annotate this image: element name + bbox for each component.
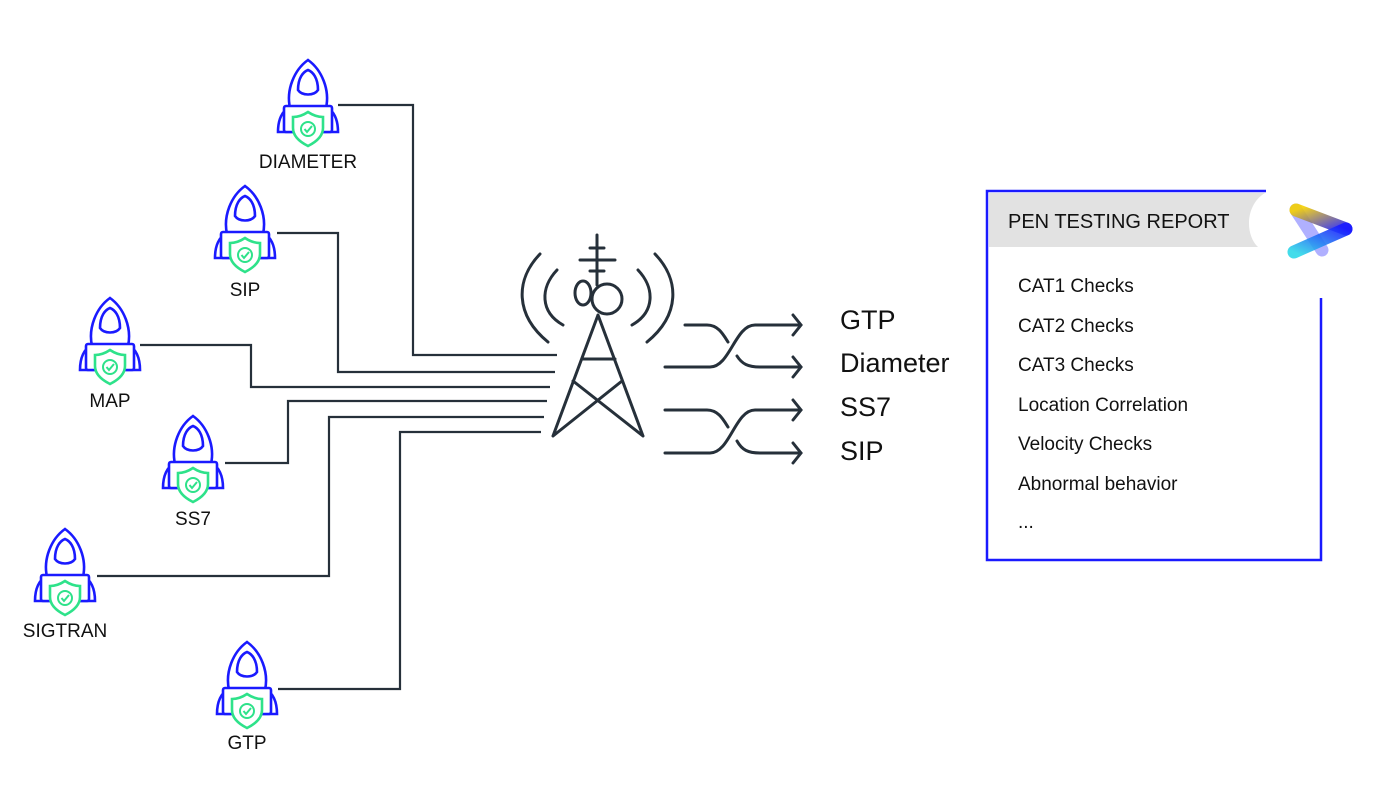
report-item: Abnormal behavior bbox=[1018, 474, 1178, 495]
report-header bbox=[989, 193, 1265, 247]
wire-sip bbox=[277, 231, 555, 374]
hacker-icon bbox=[33, 527, 97, 617]
report-item: CAT1 Checks bbox=[1018, 276, 1134, 297]
attacker-label: MAP bbox=[89, 391, 130, 412]
hacker-icon bbox=[78, 296, 142, 386]
attacker-ss7: SS7 bbox=[161, 414, 225, 530]
hacker-icon bbox=[213, 184, 277, 274]
attacker-label: SIGTRAN bbox=[23, 621, 107, 642]
wire-gtp bbox=[278, 430, 541, 691]
attacker-gtp: GTP bbox=[215, 640, 279, 754]
pen-testing-report: PEN TESTING REPORT CAT1 Checks CAT2 Chec… bbox=[985, 189, 1323, 562]
wire-map bbox=[140, 343, 550, 389]
protocol-gtp: GTP bbox=[840, 305, 896, 335]
attacker-sigtran: SIGTRAN bbox=[23, 527, 107, 642]
attacker-label: GTP bbox=[227, 733, 266, 754]
wire-diameter bbox=[338, 103, 557, 357]
cell-tower-icon bbox=[520, 233, 675, 438]
protocol-sip: SIP bbox=[840, 436, 884, 466]
hacker-icon bbox=[276, 58, 340, 148]
report-item: CAT3 Checks bbox=[1018, 355, 1134, 376]
wire-ss7 bbox=[225, 399, 547, 465]
hacker-icon bbox=[161, 414, 225, 504]
attacker-diameter: DIAMETER bbox=[259, 58, 357, 173]
attacker-map: MAP bbox=[78, 296, 142, 412]
protocol-ss7: SS7 bbox=[840, 392, 891, 422]
report-item: Location Correlation bbox=[1018, 395, 1188, 416]
attacker-label: SS7 bbox=[175, 509, 211, 530]
routing-arrows bbox=[663, 313, 803, 465]
report-item: Velocity Checks bbox=[1018, 434, 1152, 455]
hacker-icon bbox=[215, 640, 279, 730]
report-item: CAT2 Checks bbox=[1018, 316, 1134, 337]
report-title: PEN TESTING REPORT bbox=[1008, 211, 1230, 233]
report-item: ... bbox=[1018, 512, 1034, 533]
wire-sigtran bbox=[97, 415, 544, 578]
protocol-diameter: Diameter bbox=[840, 348, 950, 378]
brand-logo-icon bbox=[1287, 203, 1353, 259]
attacker-label: SIP bbox=[230, 280, 261, 301]
attacker-label: DIAMETER bbox=[259, 152, 357, 173]
attacker-sip: SIP bbox=[213, 184, 277, 301]
